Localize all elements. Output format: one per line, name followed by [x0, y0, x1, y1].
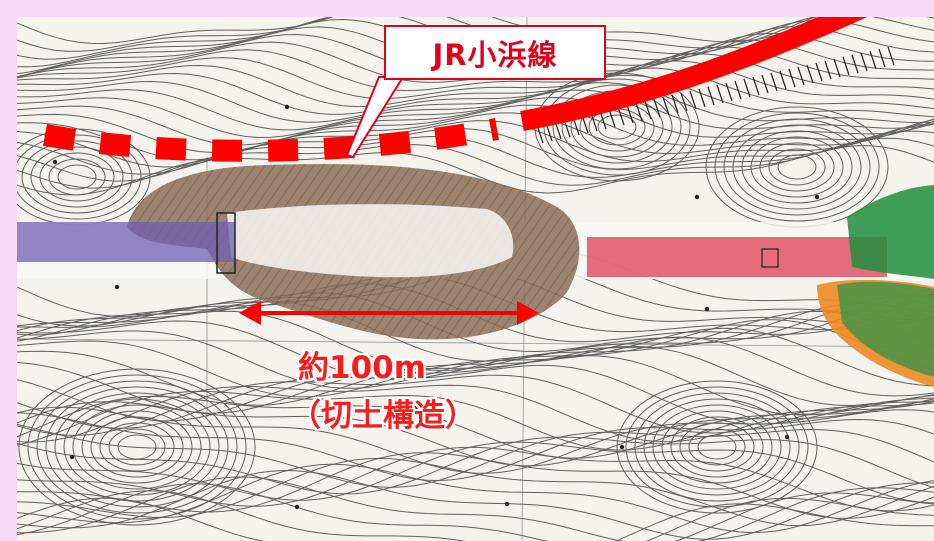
- section-marker: [216, 212, 236, 274]
- survey-marks: [52, 104, 820, 510]
- green-area-lower: [837, 281, 934, 377]
- structure-box: [761, 248, 779, 268]
- green-area: [847, 185, 934, 279]
- contour-map-drawing: [17, 17, 934, 541]
- callout-label: JR小浜線: [432, 37, 558, 72]
- distance-label: 約100m: [298, 350, 427, 386]
- jr-line-callout: JR小浜線: [384, 25, 606, 80]
- right-road-section: [587, 237, 887, 277]
- left-road-section: [17, 222, 235, 262]
- topographic-map: JR小浜線: [17, 17, 934, 541]
- jr-line-dashed: [43, 118, 500, 162]
- jr-line-solid: [520, 17, 868, 131]
- cut-floor: [227, 204, 514, 278]
- structure-label: （切土構造）: [290, 398, 476, 434]
- distance-arrow: [239, 301, 539, 325]
